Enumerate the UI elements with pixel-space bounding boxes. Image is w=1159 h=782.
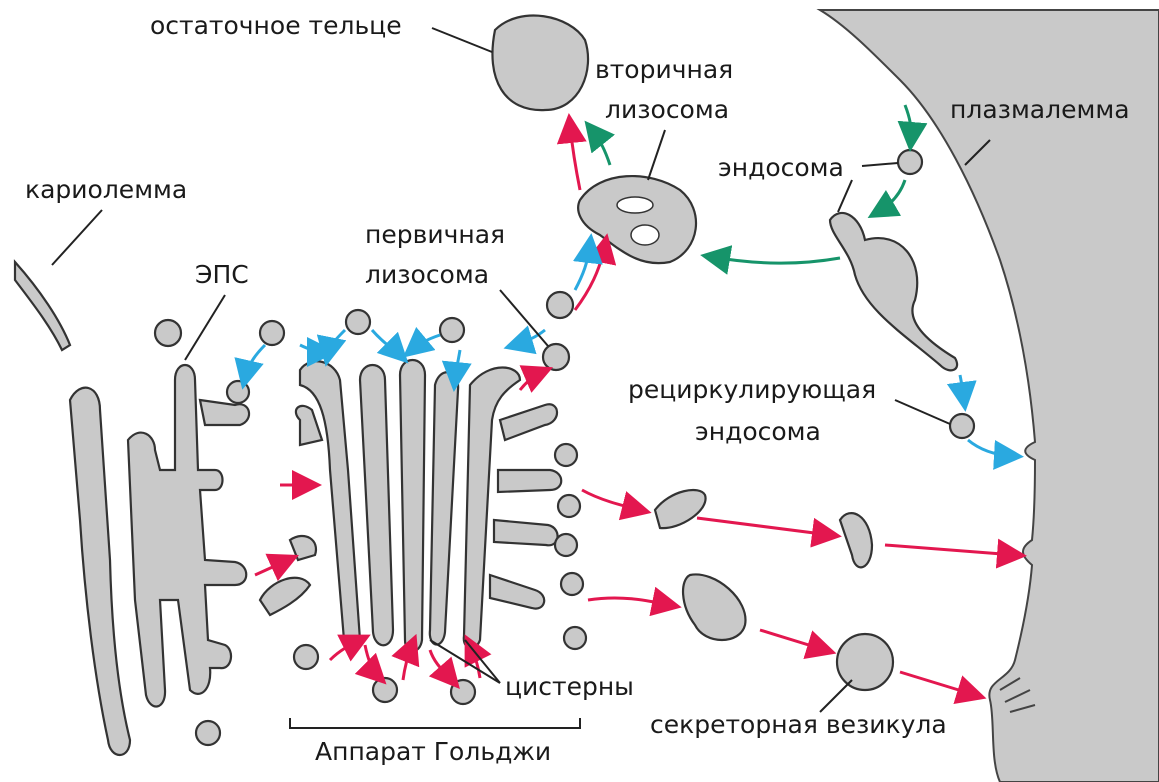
secretory-granule-3 — [682, 573, 747, 641]
label-recycling-endosome-2: эндосома — [695, 417, 821, 446]
vesicles — [153, 148, 976, 747]
label-primary-lysosome-2: лизосома — [365, 260, 489, 289]
label-secondary-lysosome-1: вторичная — [595, 55, 733, 84]
karyolemma-shape — [13, 259, 72, 352]
golgi-cisternae — [258, 359, 563, 653]
secretory-granule-2 — [838, 512, 874, 569]
secretory-vesicle — [835, 632, 895, 692]
lysosome-arrows — [234, 233, 1024, 470]
endocytic-arrows — [584, 104, 928, 275]
label-recycling-endosome-1: рециркулирующая — [628, 375, 876, 404]
secretory-granule-1 — [653, 488, 707, 530]
label-residual-body: остаточное тельце — [150, 11, 402, 40]
label-plasmalemma: плазмалемма — [950, 95, 1130, 124]
plasmalemma-shape — [816, 9, 1159, 782]
label-cisterns: цистерны — [505, 672, 634, 701]
endosome-shape — [828, 211, 959, 372]
er-shape-2 — [126, 363, 248, 708]
label-er: ЭПС — [195, 260, 249, 289]
er-shape — [68, 386, 132, 757]
label-primary-lysosome-1: первичная — [365, 220, 505, 249]
label-secretory-vesicle: секреторная везикула — [650, 710, 947, 739]
secretory-arrows — [254, 113, 1027, 705]
label-endosome: эндосома — [718, 153, 844, 182]
label-golgi: Аппарат Гольджи — [315, 737, 551, 766]
secondary-lysosome — [577, 175, 698, 265]
label-secondary-lysosome-2: лизосома — [605, 95, 729, 124]
leader-lines — [51, 27, 991, 729]
residual-body — [491, 14, 590, 112]
label-karyolemma: кариолемма — [25, 175, 187, 204]
